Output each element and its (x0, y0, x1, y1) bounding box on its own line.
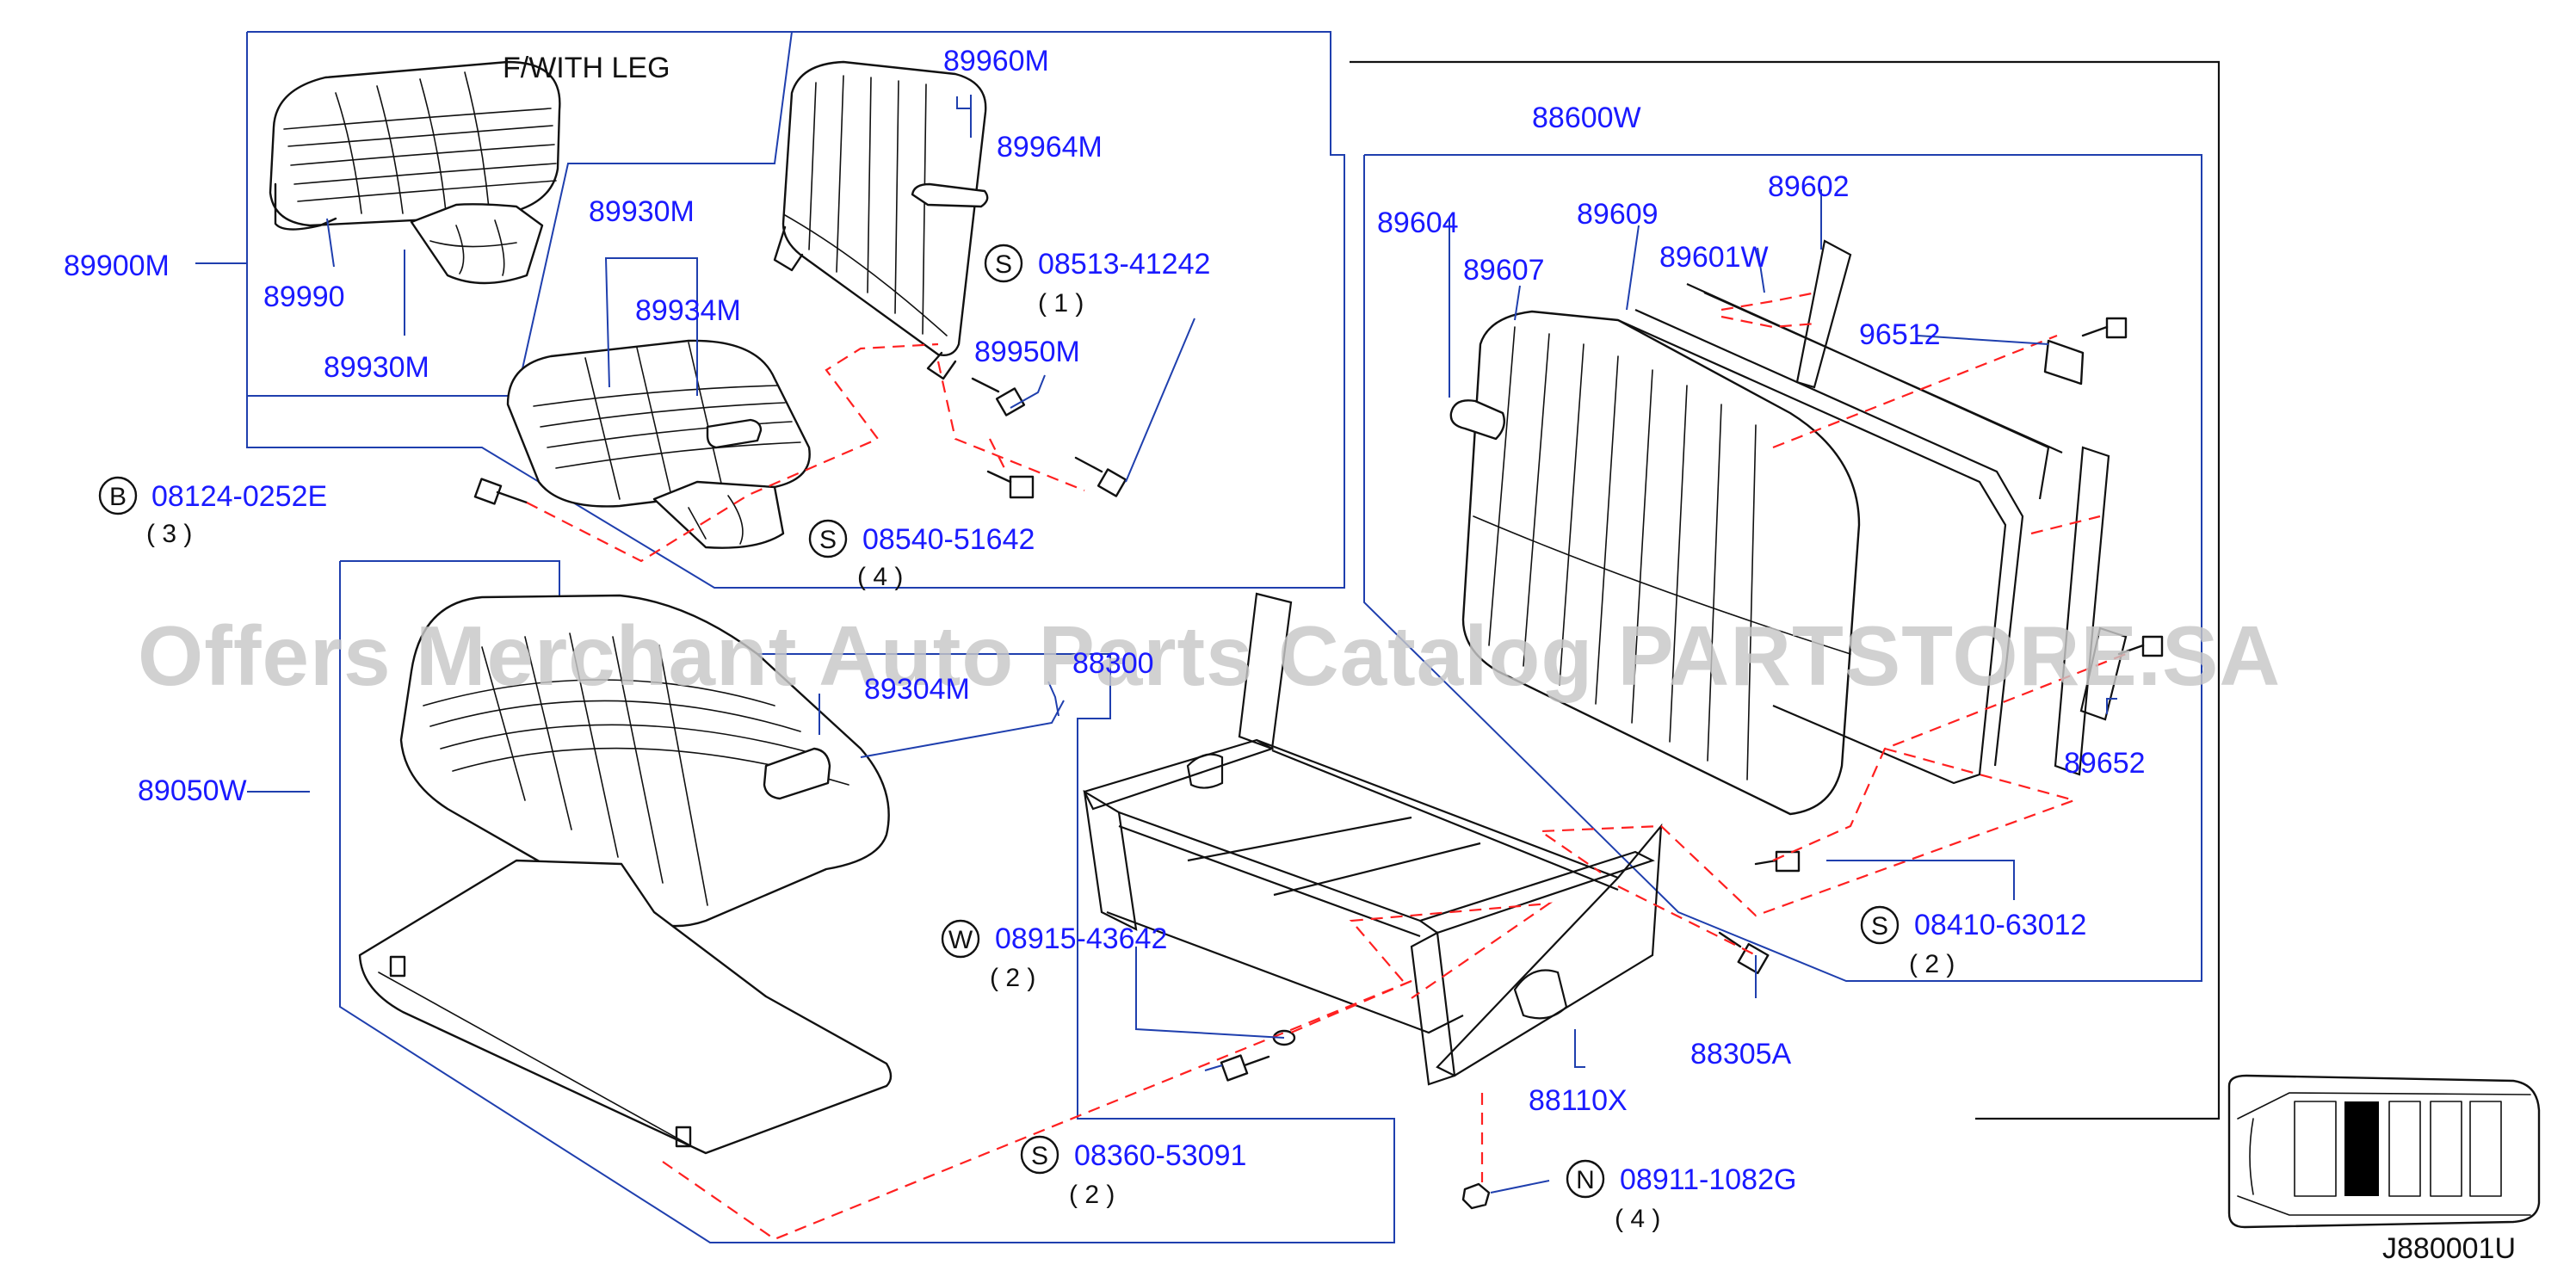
seat-cushion-illustration (506, 339, 811, 549)
screw-icon (1754, 850, 1801, 873)
qty-08410-63012: ( 2 ) (1909, 950, 1955, 978)
part-08410-63012: 08410-63012 (1914, 909, 2086, 941)
part-89990: 89990 (263, 281, 345, 313)
part-08911-1082G: 08911-1082G (1620, 1163, 1796, 1196)
callout-08124-0252E: B 08124-0252E ( 3 ) (98, 476, 327, 548)
bolt-icon (1718, 931, 1770, 975)
qty-08513-41242: ( 1 ) (1038, 289, 1084, 318)
bench-seat-illustration (358, 594, 893, 1155)
part-88305A: 88305A (1690, 1038, 1792, 1070)
callout-08915-43642: W 08915-43642 ( 2 ) (941, 919, 1167, 992)
fastener-icons (473, 317, 2164, 1210)
part-89964M: 89964M (997, 131, 1103, 163)
part-labels: F/WITH LEG 89960M 89964M 89930M 89934M 8… (64, 45, 2146, 1117)
right-frame-outline (1350, 60, 2221, 1120)
bolt-icon (1074, 456, 1127, 497)
qty-08915-43642: ( 2 ) (990, 964, 1035, 992)
screw-icon (2081, 317, 2128, 339)
symbol-w: W (948, 926, 973, 954)
part-89050W: 89050W (138, 774, 247, 807)
symbol-n: N (1576, 1166, 1595, 1194)
part-96512: 96512 (1859, 318, 1941, 351)
part-08360-53091: 08360-53091 (1074, 1139, 1246, 1172)
part-08540-51642: 08540-51642 (862, 523, 1035, 556)
bolt-icon (473, 478, 528, 505)
part-08513-41242: 08513-41242 (1038, 248, 1210, 281)
seat-with-leg-illustration (269, 60, 561, 285)
qty-08911-1082G: ( 4 ) (1615, 1205, 1660, 1233)
symbol-s: S (1871, 912, 1888, 941)
part-89602: 89602 (1768, 170, 1850, 203)
callout-08513-41242: S 08513-41242 ( 1 ) (984, 244, 1210, 318)
part-89304M: 89304M (864, 673, 970, 706)
nut-icon (1461, 1182, 1491, 1210)
diagram-code: J880001U (2382, 1232, 2516, 1265)
part-08124-0252E: 08124-0252E (151, 480, 327, 513)
fastener-callouts: S 08513-41242 ( 1 ) B 08124-0252E ( 3 ) … (98, 244, 2086, 1233)
screw-icon (986, 470, 1035, 499)
screw-icon (1220, 1054, 1270, 1082)
attachment-lines (526, 291, 2127, 1241)
qty-08360-53091: ( 2 ) (1069, 1181, 1115, 1209)
leg-seat-outline (247, 31, 794, 397)
part-89601W: 89601W (1659, 241, 1769, 274)
part-08915-43642: 08915-43642 (995, 922, 1167, 955)
part-89934M: 89934M (635, 294, 741, 327)
callout-08410-63012: S 08410-63012 ( 2 ) (1860, 905, 2086, 978)
upper-seat-outline (246, 31, 1345, 589)
part-88110X: 88110X (1529, 1084, 1628, 1117)
label-f-with-leg: F/WITH LEG (503, 52, 670, 84)
part-89609: 89609 (1577, 198, 1659, 231)
part-89930M-top: 89930M (589, 195, 695, 228)
part-89604: 89604 (1377, 207, 1459, 239)
part-89900M: 89900M (64, 250, 170, 282)
folding-back-illustration (773, 60, 989, 380)
symbol-s: S (819, 526, 837, 554)
part-89950M: 89950M (974, 336, 1080, 368)
seat-frame-illustration (1083, 592, 1663, 1086)
callout-08360-53091: S 08360-53091 ( 2 ) (1020, 1135, 1246, 1209)
callout-08911-1082G: N 08911-1082G ( 4 ) (1566, 1159, 1796, 1233)
symbol-s: S (995, 250, 1012, 279)
part-89607: 89607 (1463, 254, 1545, 287)
part-88300: 88300 (1072, 647, 1154, 680)
part-89960M: 89960M (943, 45, 1049, 77)
symbol-b: B (109, 483, 127, 511)
qty-08540-51642: ( 4 ) (857, 563, 903, 591)
vehicle-locator-icon (2227, 1074, 2541, 1229)
qty-08124-0252E: ( 3 ) (146, 520, 192, 548)
part-88600W: 88600W (1532, 102, 1641, 134)
seat-back-assembly-illustration (1449, 239, 2128, 816)
part-89930M-left: 89930M (324, 351, 429, 384)
bolt-icon (971, 377, 1026, 416)
symbol-s: S (1031, 1142, 1048, 1170)
callout-08540-51642: S 08540-51642 ( 4 ) (808, 519, 1035, 591)
screw-icon (2117, 635, 2164, 657)
watermark-text: Offers Merchant Auto Parts Catalog PARTS… (138, 608, 2281, 703)
back-assembly-outline (1363, 154, 2202, 982)
part-89652: 89652 (2064, 747, 2146, 780)
leader-lines (195, 95, 2117, 1194)
